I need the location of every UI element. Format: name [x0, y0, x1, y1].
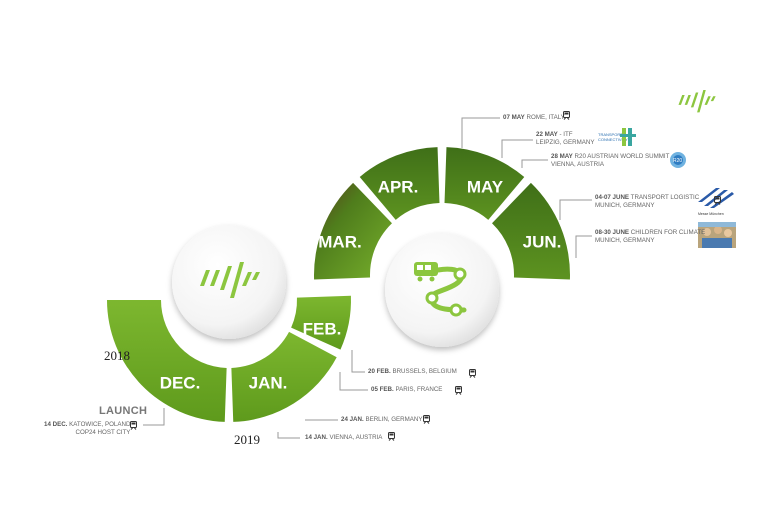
month-label-jan: JAN.	[249, 373, 288, 392]
train-icon	[469, 369, 476, 378]
svg-text:Messe München: Messe München	[698, 212, 724, 216]
month-label-jun: JUN.	[523, 232, 562, 251]
year-end-label: 2019	[234, 432, 260, 447]
month-segment-jan	[231, 331, 337, 422]
month-segment-mar	[314, 182, 392, 280]
r20-logo: R20	[670, 152, 686, 168]
logo-circle	[172, 225, 286, 339]
children-photo	[698, 222, 736, 248]
train-icon	[130, 421, 137, 430]
month-segment-dec	[107, 300, 227, 422]
month-label-mar: MAR.	[318, 232, 361, 251]
event-paris: 05 FEB. PARIS, FRANCE	[371, 386, 443, 393]
month-label-feb: FEB.	[303, 319, 342, 338]
year-start-label: 2018	[104, 348, 130, 363]
event-vienna: 14 JAN. VIENNA, AUSTRIA	[305, 434, 383, 441]
event-rome: 07 MAY ROME, ITALY	[503, 114, 565, 121]
event-r20: 28 MAY R20 AUSTRIAN WORLD SUMMIT VIENNA,…	[551, 153, 670, 168]
month-label-apr: APR.	[378, 177, 419, 196]
month-segment-apr	[359, 147, 440, 220]
brand-logo-icon	[200, 262, 260, 298]
svg-text:CONNECTIVITY: CONNECTIVITY	[598, 137, 628, 142]
month-label-dec: DEC.	[160, 373, 201, 392]
train-icon	[423, 415, 430, 424]
train-icon	[455, 386, 462, 395]
brand-logo-corner-icon	[678, 90, 716, 113]
svg-text:R20: R20	[673, 158, 682, 164]
month-segment-jun	[492, 182, 570, 280]
train-icon	[388, 432, 395, 441]
event-children-for-climate: 08-30 JUNE CHILDREN FOR CLIMATE MUNICH, …	[595, 229, 706, 244]
event-itf: 22 MAY - ITF LEIPZIG, GERMANY	[536, 131, 595, 146]
itf-logo: TRANSPORT CONNECTIVITY	[598, 128, 642, 148]
event-berlin: 24 JAN. BERLIN, GERMANY	[341, 416, 423, 423]
svg-text:TRANSPORT: TRANSPORT	[598, 132, 623, 137]
train-icon	[714, 196, 721, 205]
event-transport-logistic: 04-07 JUNE TRANSPORT LOGISTIC MUNICH, GE…	[595, 194, 700, 209]
train-route-icon	[414, 262, 467, 317]
launch-label: LAUNCH	[99, 405, 148, 417]
event-brussels: 20 FEB. BRUSSELS, BELGIUM	[368, 368, 457, 375]
train-icon	[563, 111, 570, 120]
month-label-may: MAY	[467, 177, 504, 196]
connector-lines	[143, 117, 592, 439]
month-segment-feb	[291, 295, 351, 350]
month-segment-may	[444, 147, 525, 220]
event-katowice: 14 DEC. KATOWICE, POLAND COP24 HOST CITY	[44, 421, 131, 436]
